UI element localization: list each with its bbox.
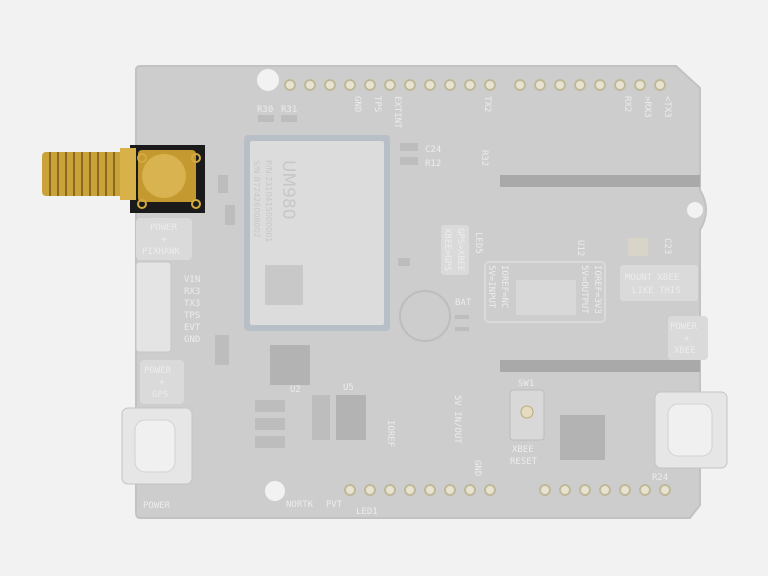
label-text: XBEE (674, 346, 696, 356)
label-text: + (684, 334, 690, 344)
usb-c-port-left (121, 407, 193, 485)
sma-antenna-connector (42, 145, 205, 213)
pin-label: >RX3 (642, 96, 652, 118)
label-text: GPS (152, 390, 168, 400)
label-text: IOREF=NC (499, 265, 509, 308)
ref: SW1 (518, 379, 534, 389)
bottom-header-pads (344, 484, 671, 496)
label-text: GPS>XBEE (455, 228, 465, 271)
qr-code (265, 265, 303, 305)
5v-label: 5V IN/OUT (452, 395, 462, 444)
xbee-reset-label: XBEE (512, 445, 534, 455)
chip-u6 (560, 415, 605, 460)
pin-label: EVT (184, 323, 201, 333)
label-text: MOUNT XBEE (625, 273, 679, 283)
pin-label: RX3 (184, 287, 200, 297)
gnd-label: GND (472, 460, 482, 476)
ref: R30 (257, 105, 273, 115)
label-text: 5V=OUTPUT (579, 265, 589, 314)
chip-u5 (336, 395, 366, 440)
power-pixhawk-label: POWER + PIXHAWK (136, 218, 192, 260)
smd-components (215, 115, 648, 448)
pin-label: GND (184, 335, 200, 345)
pin-label: EXTINT (392, 96, 402, 129)
power-gps-label: POWER + GPS (140, 360, 184, 404)
ioref-led-label: IOREF (385, 420, 395, 447)
um980-module: UM980 P/N:2310415000001 S/N:B72426008002 (244, 135, 390, 331)
ref: C23 (662, 238, 672, 254)
xbee-reset-button (509, 389, 545, 441)
label-text: PIXHAWK (142, 247, 181, 257)
label-text: IOREF=3V3 (592, 265, 602, 314)
ref: R12 (425, 159, 441, 169)
pin-label: TX3 (184, 299, 200, 309)
pin-label: TPS (372, 96, 382, 112)
ref: U5 (343, 383, 354, 393)
battery-holder (399, 290, 451, 342)
connector-pin-labels: VIN RX3 TX3 TPS EVT GND (184, 275, 201, 345)
ref: R32 (479, 150, 489, 166)
label-text: POWER (670, 322, 698, 332)
module-pn: P/N:2310415000001 (264, 160, 273, 242)
jst-connector (135, 261, 172, 353)
switch (516, 280, 576, 315)
label-text: + (159, 378, 165, 388)
label-text: + (161, 235, 167, 245)
module-name: UM980 (278, 160, 298, 220)
ref: R24 (652, 473, 668, 483)
ref: R31 (281, 105, 297, 115)
reference-designators: R30 R31 C24 R12 R32 U2 U5 U12 SW1 LED1 L… (257, 105, 672, 517)
ref: LED5 (473, 232, 483, 254)
label-text: POWER (144, 366, 172, 376)
ref: LED1 (356, 507, 378, 517)
pvt-label: PVT (326, 500, 343, 510)
bat-label: BAT (455, 298, 472, 308)
mounting-hole (265, 481, 285, 501)
xbee-header-top (500, 175, 700, 187)
power-led-label: POWER (143, 501, 171, 511)
power-xbee-label: POWER + XBEE (668, 316, 708, 360)
label-text: 5V=INPUT (486, 265, 496, 309)
pin-label: RX2 (622, 96, 632, 112)
mounting-hole (687, 202, 703, 218)
xbee-header-bottom (500, 360, 700, 372)
xbee-reset-label: RESET (510, 457, 538, 467)
label-text: LIKE THIS (632, 286, 681, 296)
mount-xbee-label: MOUNT XBEE LIKE THIS (620, 265, 698, 301)
gps-xbee-label: GPS>XBEE XBEE>GPS (441, 225, 469, 275)
module-sn: S/N:B72426008002 (252, 160, 261, 238)
top-pin-labels: GND TPS EXTINT TX2 RX2 >RX3 <TX3 (352, 96, 672, 129)
label-text: XBEE>GPS (442, 228, 452, 271)
pin-label: TPS (184, 311, 200, 321)
pin-label: VIN (184, 275, 200, 285)
pin-label: TX2 (482, 96, 492, 112)
pin-label: GND (352, 96, 362, 112)
chip-u2 (270, 345, 310, 385)
nortk-label: NORTK (286, 500, 314, 510)
mounting-hole (257, 69, 279, 91)
pin-label: <TX3 (662, 96, 672, 118)
ref: C24 (425, 145, 441, 155)
label-text: POWER (150, 223, 178, 233)
ioref-label: IOREF=3V3 5V=OUTPUT IOREF=NC 5V=INPUT (484, 261, 606, 323)
usb-c-port-right (654, 391, 728, 469)
top-header-pads (284, 79, 666, 91)
ref: U2 (290, 385, 301, 395)
ref: U12 (575, 240, 585, 256)
